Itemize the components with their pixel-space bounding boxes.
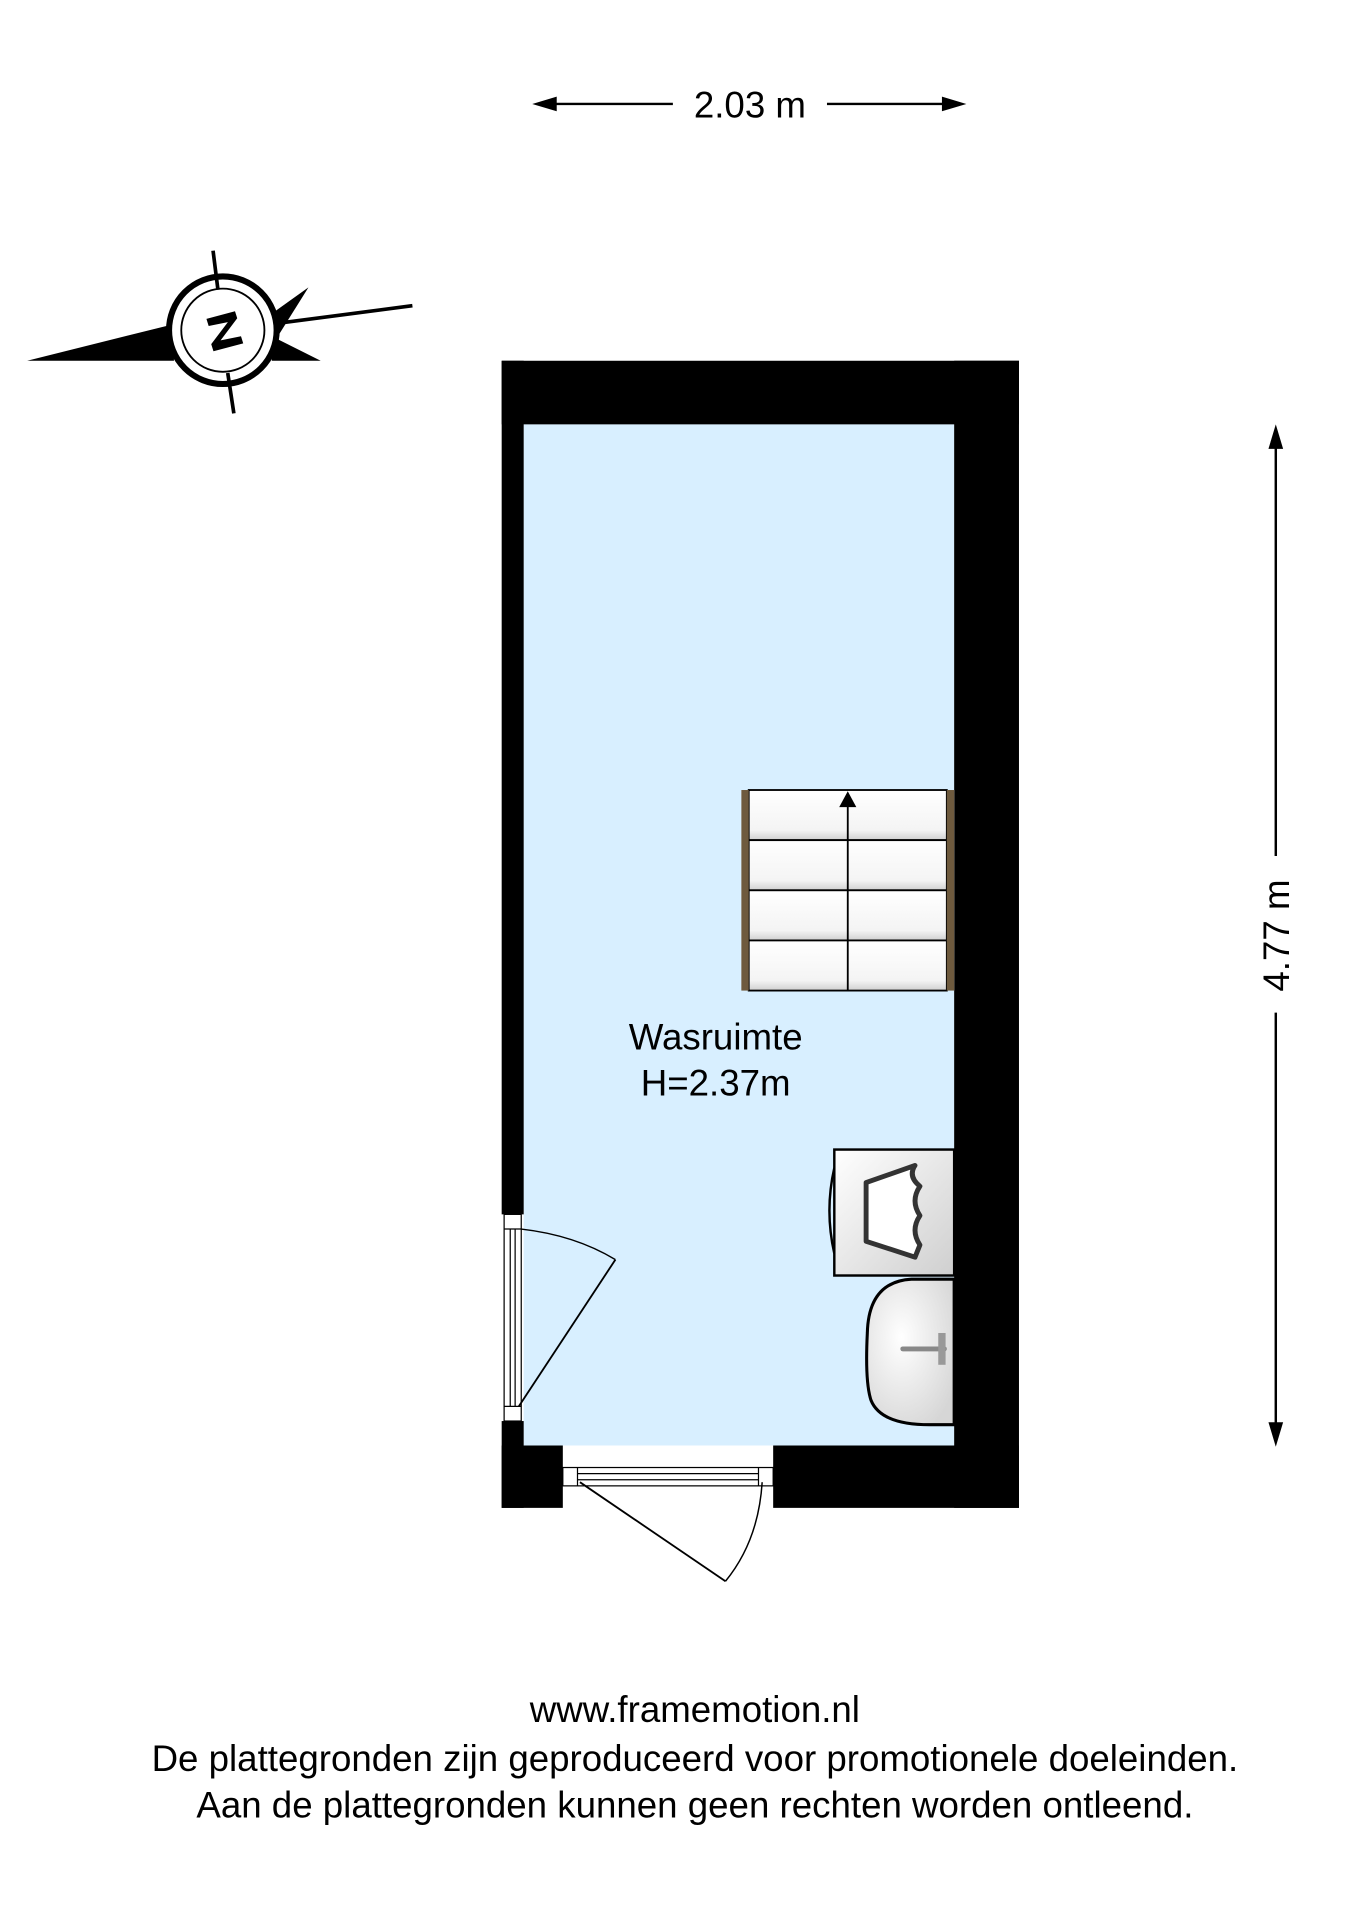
room-height: H=2.37m xyxy=(641,1063,791,1104)
sink-icon xyxy=(865,1277,956,1427)
width-label: 2.03 m xyxy=(694,84,806,125)
height-label: 4.77 m xyxy=(1256,879,1297,991)
disclaimer-line-1: De plattegronden zijn geproduceerd voor … xyxy=(152,1738,1239,1779)
washing-machine-icon xyxy=(828,1148,956,1277)
room-name: Wasruimte xyxy=(629,1016,803,1057)
compass-north-icon xyxy=(27,250,413,414)
disclaimer-line-2: Aan de plattegronden kunnen geen rechten… xyxy=(196,1784,1193,1825)
width-dimension: 2.03 m xyxy=(532,84,967,125)
entrance-door[interactable] xyxy=(562,1466,774,1583)
height-dimension: 4.77 m xyxy=(1256,424,1297,1447)
side-door[interactable] xyxy=(503,1213,617,1422)
website-link[interactable]: www.framemotion.nl xyxy=(529,1689,860,1730)
staircase xyxy=(741,789,955,992)
walls xyxy=(501,360,1019,1508)
